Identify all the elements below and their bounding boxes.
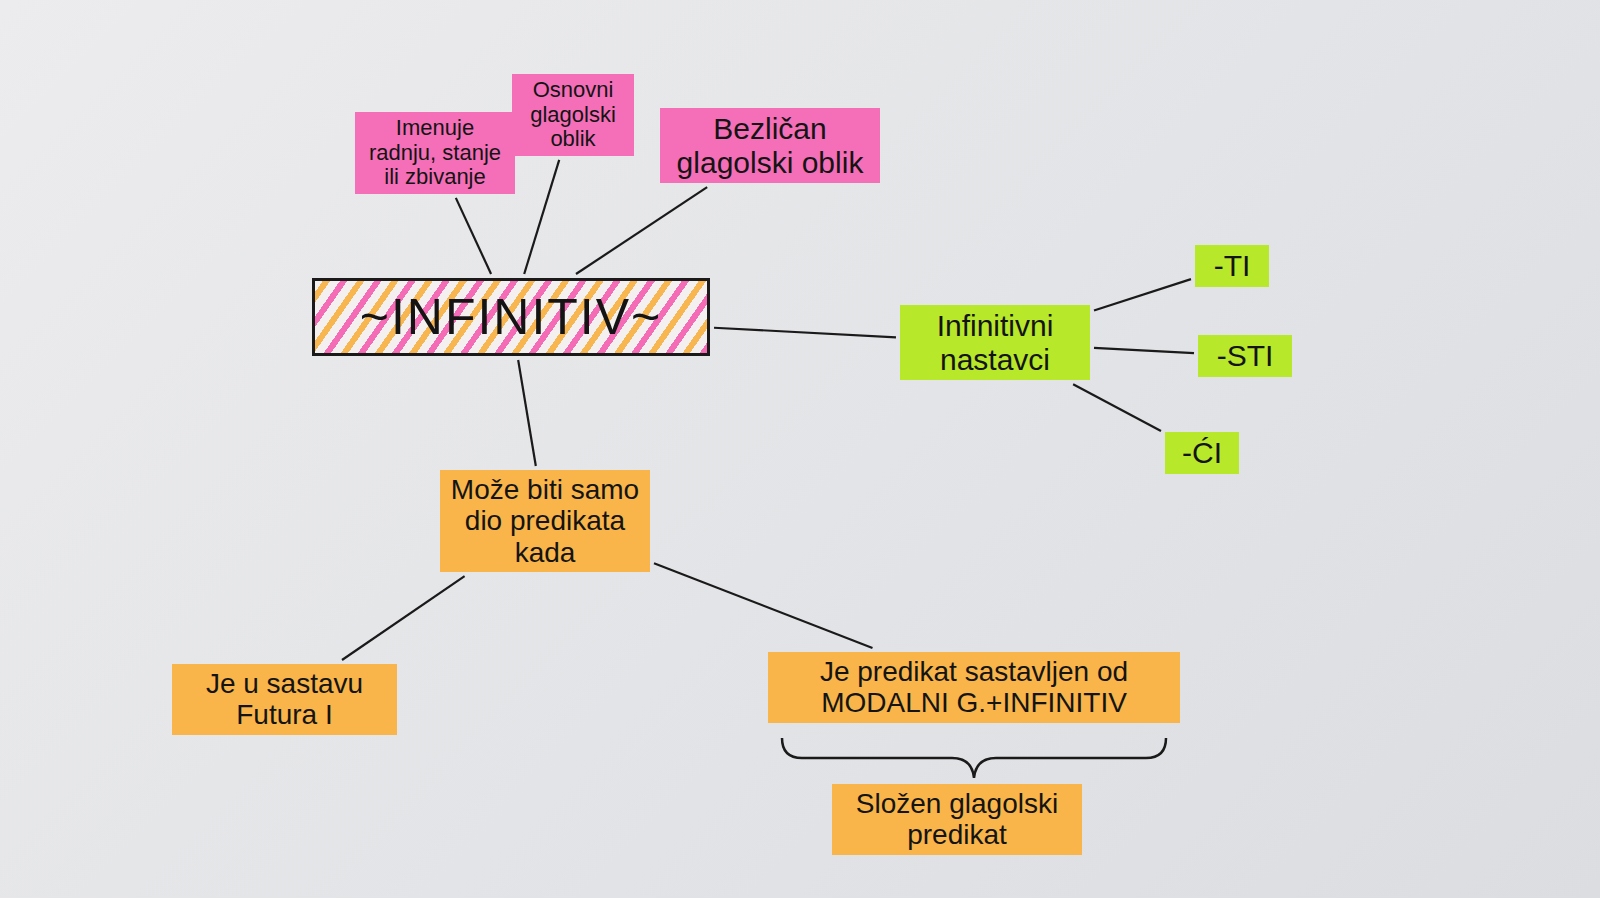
highlight-box: -STI — [1198, 335, 1292, 377]
connector-line — [342, 576, 465, 660]
node-text: Složen glagolski predikat — [840, 788, 1074, 851]
highlight-box: Može biti samo dio predikata kada — [440, 470, 650, 572]
connector-line — [456, 198, 491, 274]
highlight-box: Imenuje radnju, stanje ili zbivanje — [355, 112, 515, 194]
connector-line — [524, 160, 559, 274]
node-text: Je predikat sastavljen od MODALNI G.+INF… — [776, 656, 1172, 719]
node-text: -STI — [1206, 339, 1284, 373]
highlight-box: -TI — [1195, 245, 1269, 287]
highlight-box: Bezličan glagolski oblik — [660, 108, 880, 183]
node-text: Može biti samo dio predikata kada — [448, 474, 642, 568]
connector-line — [1094, 348, 1194, 353]
node-text: -TI — [1203, 249, 1261, 283]
connector-line — [576, 187, 707, 274]
node-text: -ĆI — [1173, 436, 1231, 470]
connector-line — [1073, 384, 1161, 431]
connector-line — [654, 563, 872, 648]
node-text: Osnovni glagolski oblik — [520, 78, 626, 152]
node-text: Infinitivni nastavci — [908, 309, 1082, 376]
highlight-box: Je u sastavu Futura I — [172, 664, 397, 735]
highlight-box: Složen glagolski predikat — [832, 784, 1082, 855]
curly-brace — [782, 738, 1166, 778]
connector-line — [1094, 279, 1191, 310]
connector-line — [714, 328, 896, 338]
highlight-box: Je predikat sastavljen od MODALNI G.+INF… — [768, 652, 1180, 723]
main-box: ~INFINITIV~ — [312, 278, 710, 356]
node-text: Bezličan glagolski oblik — [668, 112, 872, 179]
highlight-box: Infinitivni nastavci — [900, 305, 1090, 380]
node-text: Imenuje radnju, stanje ili zbivanje — [363, 116, 507, 190]
connector-line — [518, 360, 536, 466]
node-text: ~INFINITIV~ — [325, 289, 697, 345]
highlight-box: -ĆI — [1165, 432, 1239, 474]
node-text: Je u sastavu Futura I — [180, 668, 389, 731]
highlight-box: Osnovni glagolski oblik — [512, 74, 634, 156]
